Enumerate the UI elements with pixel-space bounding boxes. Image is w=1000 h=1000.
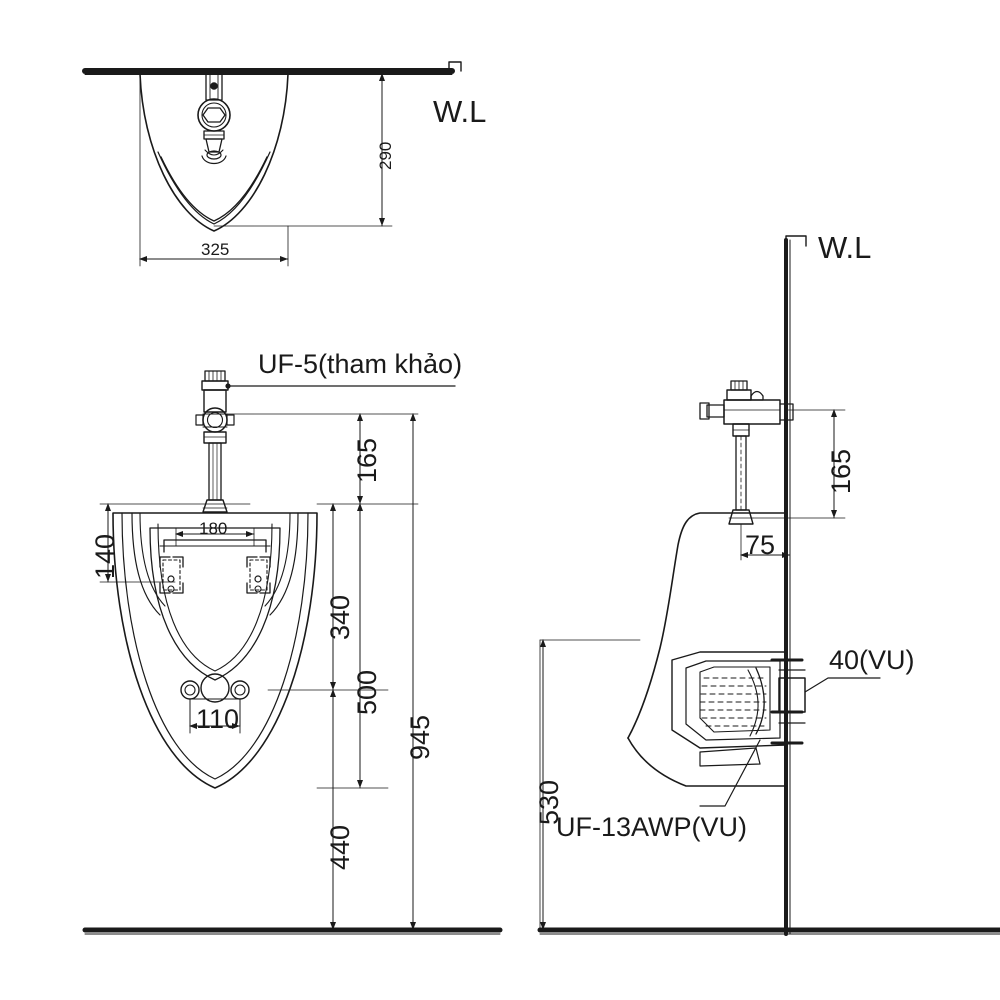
- dim-325-label: 325: [201, 240, 230, 259]
- dim-180-label: 180: [199, 519, 228, 538]
- top-plan-view: [82, 61, 462, 267]
- dim-165-side-label: 165: [826, 448, 856, 494]
- dim-140-label: 140: [90, 533, 120, 579]
- dim-290-label: 290: [376, 141, 395, 170]
- wl-top-label: W.L: [433, 94, 487, 129]
- wl-right-label: W.L: [818, 230, 872, 265]
- dim-165-front-label: 165: [352, 437, 382, 483]
- dim-945-label: 945: [405, 714, 435, 760]
- uf5-part-label: UF-5(tham khảo): [258, 349, 463, 379]
- trap-part-label: UF-13AWP(VU): [556, 812, 748, 842]
- side-elevation: [537, 235, 1000, 936]
- dim-440-label: 440: [325, 824, 355, 870]
- dim-110-label: 110: [196, 704, 240, 734]
- outlet-pipe-label: 40(VU): [829, 645, 915, 675]
- dim-340-label: 340: [325, 594, 355, 640]
- dim-500-label: 500: [352, 669, 382, 715]
- front-elevation: [82, 370, 503, 935]
- dim-75-label: 75: [745, 530, 776, 560]
